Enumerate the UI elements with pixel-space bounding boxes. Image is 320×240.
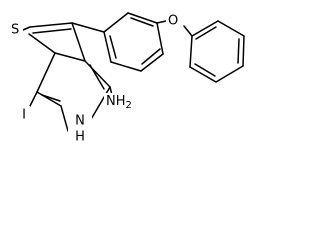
amine-label: NH [106,94,126,109]
iodine-atom: I [18,106,30,123]
chemical-structure: S O NH2 N H I [9,12,245,146]
atom-labels: S O NH2 N H I [9,12,182,146]
sulfur-atom: S [9,21,23,38]
oxygen-atom: O [166,12,182,29]
svg-text:NH2: NH2 [106,94,132,111]
ring-nitrogen-label: N [75,114,85,129]
amine-group: NH2 [104,93,138,111]
ring-nitrogen-atom: N H [68,113,92,146]
oxygen-label: O [168,14,178,29]
iodine-label: I [22,108,26,123]
ring-nitrogen-hydrogen-label: H [75,130,85,145]
amine-subscript: 2 [126,100,132,111]
sulfur-label: S [11,23,19,38]
bond-lines [22,12,245,132]
